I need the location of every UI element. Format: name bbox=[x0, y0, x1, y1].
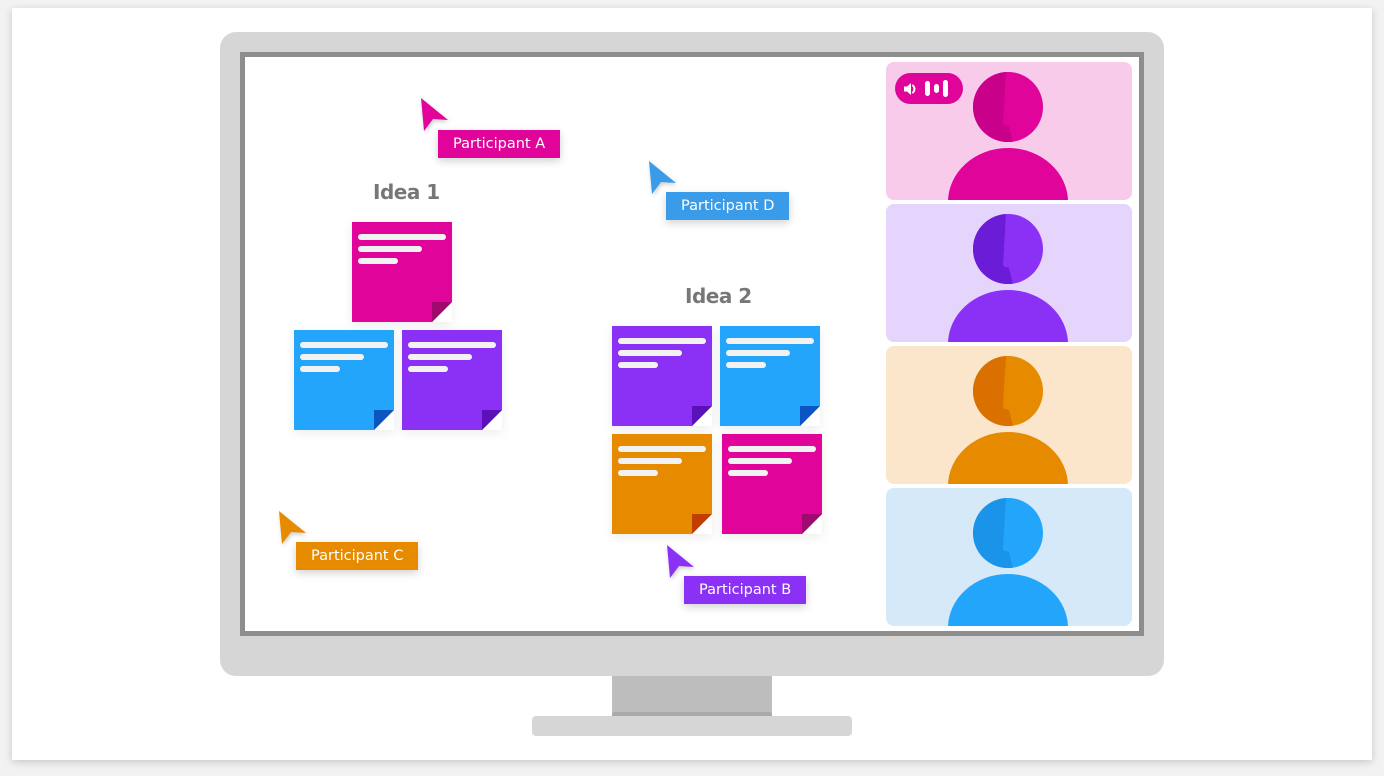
avatar-face-shadow bbox=[973, 498, 1013, 568]
note-text-line bbox=[358, 258, 398, 264]
cursor-arrow-icon bbox=[279, 511, 306, 544]
note-text-line bbox=[728, 446, 816, 452]
participant-c-cursor-label: Participant C bbox=[296, 542, 419, 570]
sticky-note-blue[interactable] bbox=[294, 330, 394, 430]
participant-d-cursor-label: Participant D bbox=[666, 192, 790, 220]
note-text-line bbox=[618, 470, 658, 476]
avatar-head-icon bbox=[973, 356, 1043, 426]
sticky-note-blue[interactable] bbox=[720, 326, 820, 426]
audio-indicator bbox=[895, 73, 963, 104]
avatar-face-shadow bbox=[973, 72, 1013, 142]
avatar-head-icon bbox=[973, 214, 1043, 284]
cursor-arrow-icon bbox=[649, 161, 676, 194]
note-text-line bbox=[300, 354, 364, 360]
sticky-note-magenta[interactable] bbox=[722, 434, 822, 534]
note-text-line bbox=[726, 362, 766, 368]
participant-a-cursor-label: Participant A bbox=[438, 130, 561, 158]
audio-level-bar bbox=[943, 80, 948, 97]
monitor-stand-shadow bbox=[612, 712, 772, 716]
cursor-arrow-icon bbox=[421, 98, 448, 131]
avatar-head-icon bbox=[973, 72, 1043, 142]
video-tile-participant-a[interactable] bbox=[886, 62, 1132, 200]
avatar-body-icon bbox=[948, 574, 1068, 626]
note-text-line bbox=[726, 350, 790, 356]
note-text-line bbox=[300, 366, 340, 372]
avatar-face-shadow bbox=[973, 356, 1013, 426]
note-text-line bbox=[358, 246, 422, 252]
note-text-line bbox=[408, 354, 472, 360]
sticky-note-purple[interactable] bbox=[402, 330, 502, 430]
note-text-line bbox=[408, 342, 496, 348]
video-tile-participant-b[interactable] bbox=[886, 204, 1132, 342]
sticky-note-magenta[interactable] bbox=[352, 222, 452, 322]
note-text-line bbox=[618, 458, 682, 464]
audio-level-bar bbox=[925, 81, 930, 96]
cursor-arrow-icon bbox=[667, 545, 694, 578]
idea-2-title: Idea 2 bbox=[685, 284, 752, 308]
note-text-line bbox=[728, 470, 768, 476]
note-text-line bbox=[618, 446, 706, 452]
avatar-body-icon bbox=[948, 148, 1068, 200]
avatar-body-icon bbox=[948, 290, 1068, 342]
avatar-body-icon bbox=[948, 432, 1068, 484]
note-text-line bbox=[618, 362, 658, 368]
note-text-line bbox=[726, 338, 814, 344]
speaker-icon bbox=[904, 82, 916, 95]
idea-1-title: Idea 1 bbox=[373, 180, 440, 204]
audio-level-bar bbox=[934, 84, 939, 93]
monitor-stand-neck bbox=[612, 676, 772, 716]
note-text-line bbox=[408, 366, 448, 372]
note-text-line bbox=[618, 338, 706, 344]
participant-b-cursor-label: Participant B bbox=[684, 576, 807, 604]
sticky-note-orange[interactable] bbox=[612, 434, 712, 534]
note-text-line bbox=[728, 458, 792, 464]
note-text-line bbox=[358, 234, 446, 240]
avatar-head-icon bbox=[973, 498, 1043, 568]
video-tile-participant-c[interactable] bbox=[886, 346, 1132, 484]
note-text-line bbox=[300, 342, 388, 348]
note-text-line bbox=[618, 350, 682, 356]
avatar-face-shadow bbox=[973, 214, 1013, 284]
monitor-stand-base bbox=[532, 716, 852, 736]
sticky-note-purple[interactable] bbox=[612, 326, 712, 426]
video-tile-participant-d[interactable] bbox=[886, 488, 1132, 626]
